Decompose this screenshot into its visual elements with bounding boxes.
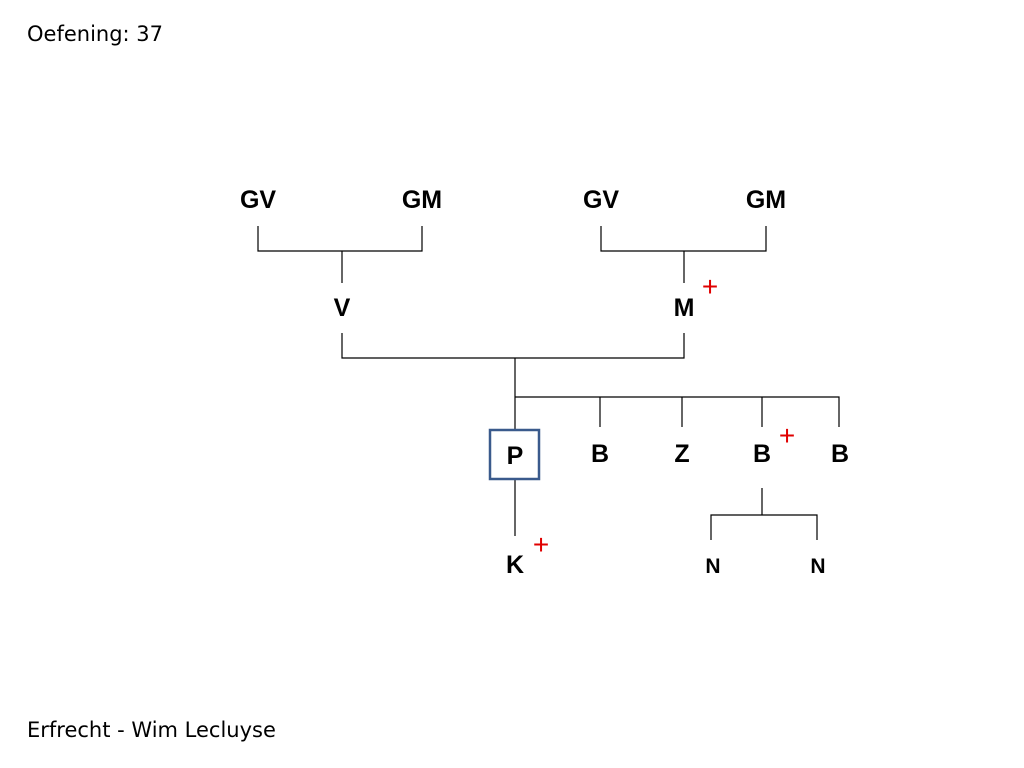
- child-node: K: [506, 551, 524, 579]
- paternal-grandfather-node: GV: [240, 186, 276, 214]
- sibling-4-node: B: [831, 440, 849, 468]
- nephews-connector: [710, 488, 818, 540]
- mother-node: M: [674, 294, 695, 322]
- sibling-3-node: B: [753, 440, 771, 468]
- sibling-1-node: B: [591, 440, 609, 468]
- paternal-grandparents-connector: [257, 226, 423, 283]
- maternal-grandfather-node: GV: [583, 186, 619, 214]
- nephew-2-node: N: [810, 555, 825, 578]
- slide-title: Oefening: 37: [27, 22, 164, 46]
- person-node: P: [507, 442, 524, 470]
- parents-connector: [341, 333, 685, 430]
- mother-deceased-marker: +: [702, 271, 718, 302]
- person-box: [488, 428, 541, 481]
- maternal-grandmother-node: GM: [746, 186, 786, 214]
- father-node: V: [334, 294, 351, 322]
- sibling-3-deceased-marker: +: [779, 420, 795, 451]
- maternal-grandparents-connector: [600, 226, 767, 283]
- child-deceased-marker: +: [533, 529, 549, 560]
- siblings-connector: [515, 396, 840, 427]
- slide-footer: Erfrecht - Wim Lecluyse: [27, 718, 276, 742]
- nephew-1-node: N: [705, 555, 720, 578]
- sibling-2-node: Z: [674, 440, 689, 468]
- paternal-grandmother-node: GM: [402, 186, 442, 214]
